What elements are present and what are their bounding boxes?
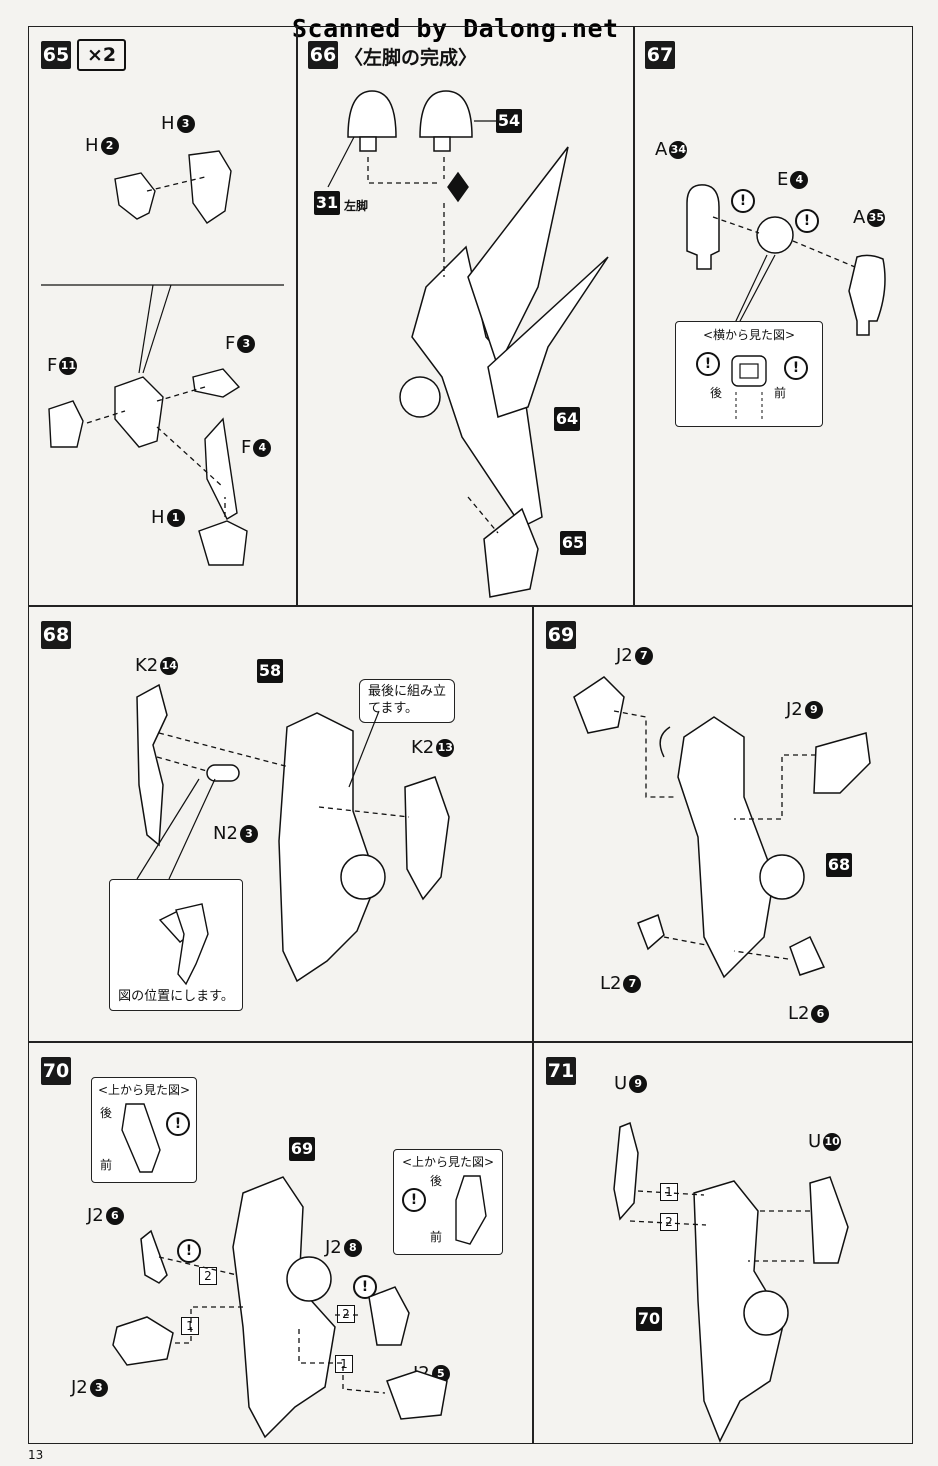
step-69-drawing [573,676,871,979]
sequence-2: 2 [337,1305,355,1323]
front-label: 前 [100,1158,113,1172]
step-66-drawing [327,90,609,598]
step-number: 69 [546,621,576,649]
sequence-1: 1 [335,1355,353,1373]
inset-caption: 図の位置にします。 [118,989,234,1004]
step-number: 68 [41,621,71,649]
step-70-panel: 70 69 J26 J23 J28 J25 ! ! 2 1 2 1 <上から見た… [28,1042,533,1444]
front-label: 前 [774,386,787,400]
inset-title: <横から見た図> [702,328,796,342]
rear-label: 後 [710,386,723,400]
inset-title: <上から見た図> [97,1083,191,1097]
part-tag-69: 69 [289,1137,315,1161]
step-number: 67 [645,41,675,69]
step-71-drawing [613,1121,849,1443]
step-67-drawing [686,184,886,336]
step-65-drawing [41,150,284,566]
caution-icon: ! [696,352,720,376]
caution-icon: ! [402,1188,426,1212]
step-68-drawing [136,683,450,983]
part-tag-70: 70 [636,1307,662,1331]
part-tag-64: 64 [554,407,580,431]
part-tag-54: 54 [496,109,522,133]
caution-icon: ! [795,209,819,233]
step-number: 70 [41,1057,71,1085]
sequence-2: 2 [199,1267,217,1285]
part-tag-65: 65 [560,531,586,555]
page-number: 13 [28,1448,44,1462]
part-tag-58: 58 [257,659,283,683]
side-view-inset: <横から見た図> ! ! 後 前 [675,321,823,427]
inset-title: <上から見た図> [401,1155,495,1169]
step-number: 65 [41,41,71,69]
caution-icon: ! [177,1239,201,1263]
step-66-panel: 66 〈左脚の完成〉 54 31 左脚 64 65 [297,26,634,606]
left-leg-label: 左脚 [344,199,369,213]
caution-icon: ! [166,1112,190,1136]
sequence-1: 1 [181,1317,199,1335]
step-70-drawing [112,1176,448,1439]
arm-position-view [158,903,209,986]
part-tag-68: 68 [826,853,852,877]
multiplier-badge: ×2 [77,39,127,71]
top-view-inset-left: <上から見た図> 後 前 ! [91,1077,197,1183]
position-inset: 図の位置にします。 [109,879,243,1011]
joint-side-view [731,355,767,420]
front-label: 前 [430,1230,443,1244]
step-number: 71 [546,1057,576,1085]
caution-icon: ! [784,356,808,380]
top-view-inset-right: <上から見た図> 後 前 ! [393,1149,503,1255]
caution-icon: ! [731,189,755,213]
step-title: 〈左脚の完成〉 [344,47,478,69]
rear-label: 後 [100,1106,113,1120]
part-tag-31: 31 [314,191,340,215]
rear-label: 後 [430,1174,443,1188]
top-view-part [121,1103,161,1173]
scan-watermark: Scanned by Dalong.net [292,14,619,43]
step-number: 66 [308,41,338,69]
top-view-part [455,1175,487,1245]
assembly-note: 最後に組み立てます。 [359,679,455,723]
